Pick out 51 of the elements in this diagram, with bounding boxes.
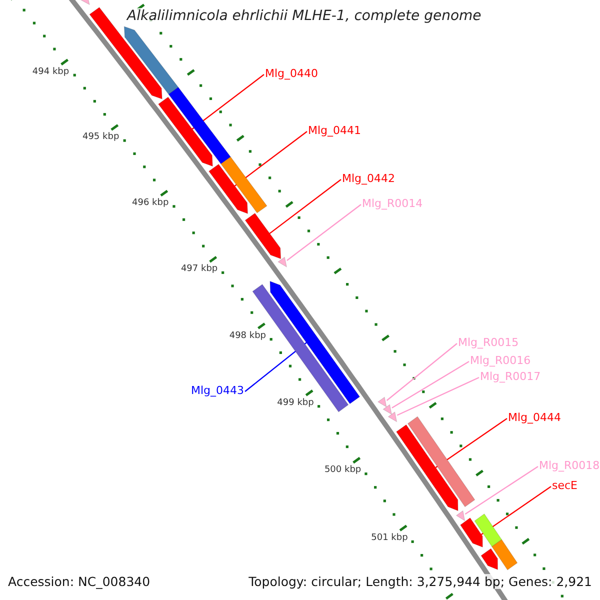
gene-feature bbox=[252, 284, 349, 412]
rna-feature bbox=[456, 510, 466, 522]
scale-label: 500 kbp bbox=[324, 465, 362, 476]
gene-label: Mlg_0442 bbox=[342, 172, 396, 185]
scale-label: 498 kbp bbox=[229, 330, 266, 341]
gene-feature bbox=[407, 416, 476, 508]
gene-label: Mlg_0441 bbox=[308, 124, 362, 137]
rna-feature bbox=[377, 396, 387, 408]
leader-line bbox=[234, 131, 308, 186]
leader-line bbox=[286, 204, 362, 261]
gene-label: Mlg_R0015 bbox=[458, 336, 519, 349]
gene-feature bbox=[480, 548, 498, 570]
gene-label: Mlg_R0018 bbox=[539, 459, 600, 472]
rna-feature bbox=[80, 0, 90, 6]
rna-feature bbox=[382, 404, 392, 415]
gene-feature bbox=[491, 539, 518, 570]
leader-line bbox=[481, 486, 552, 535]
scale-label: 494 kbp bbox=[32, 67, 70, 78]
scale-label: 499 kbp bbox=[277, 398, 314, 408]
gene-label: Mlg_R0016 bbox=[470, 354, 531, 367]
gene-feature bbox=[158, 96, 213, 167]
summary-text: Topology: circular; Length: 3,275,944 bp; Genes: 2,921 bbox=[248, 574, 592, 589]
gene-feature bbox=[474, 513, 502, 548]
rna-feature bbox=[278, 256, 288, 268]
leader-line bbox=[396, 376, 480, 416]
gene-label: Mlg_R0014 bbox=[362, 197, 423, 210]
gene-feature bbox=[396, 424, 458, 512]
gene-feature bbox=[124, 26, 179, 95]
gene-feature bbox=[244, 212, 282, 260]
leader-line bbox=[192, 74, 264, 130]
gene-label: Mlg_0444 bbox=[508, 411, 562, 424]
gene-label: secE bbox=[552, 479, 578, 492]
gene-label: Mlg_R0017 bbox=[480, 370, 541, 383]
gene-feature bbox=[460, 517, 483, 548]
rna-feature bbox=[388, 411, 398, 422]
gene-label: Mlg_0440 bbox=[265, 67, 318, 80]
scale-label: 497 kbp bbox=[180, 264, 218, 274]
scale-label: 501 kbp bbox=[371, 533, 408, 543]
leader-line bbox=[386, 343, 458, 401]
leader-line bbox=[464, 466, 538, 515]
gene-feature bbox=[220, 156, 268, 214]
leader-line bbox=[435, 418, 508, 468]
scale-label: 495 kbp bbox=[82, 132, 120, 142]
leader-line bbox=[392, 360, 470, 408]
gene-feature bbox=[208, 164, 248, 214]
title: Alkalilimnicola ehrlichii MLHE-1, complete genome bbox=[125, 8, 484, 24]
gene-label: Mlg_0443 bbox=[191, 384, 244, 397]
scale-label: 496 kbp bbox=[132, 198, 169, 208]
accession-text: Accession: NC_008340 bbox=[8, 574, 150, 589]
leader-line bbox=[269, 179, 342, 234]
gene-feature bbox=[168, 86, 232, 164]
